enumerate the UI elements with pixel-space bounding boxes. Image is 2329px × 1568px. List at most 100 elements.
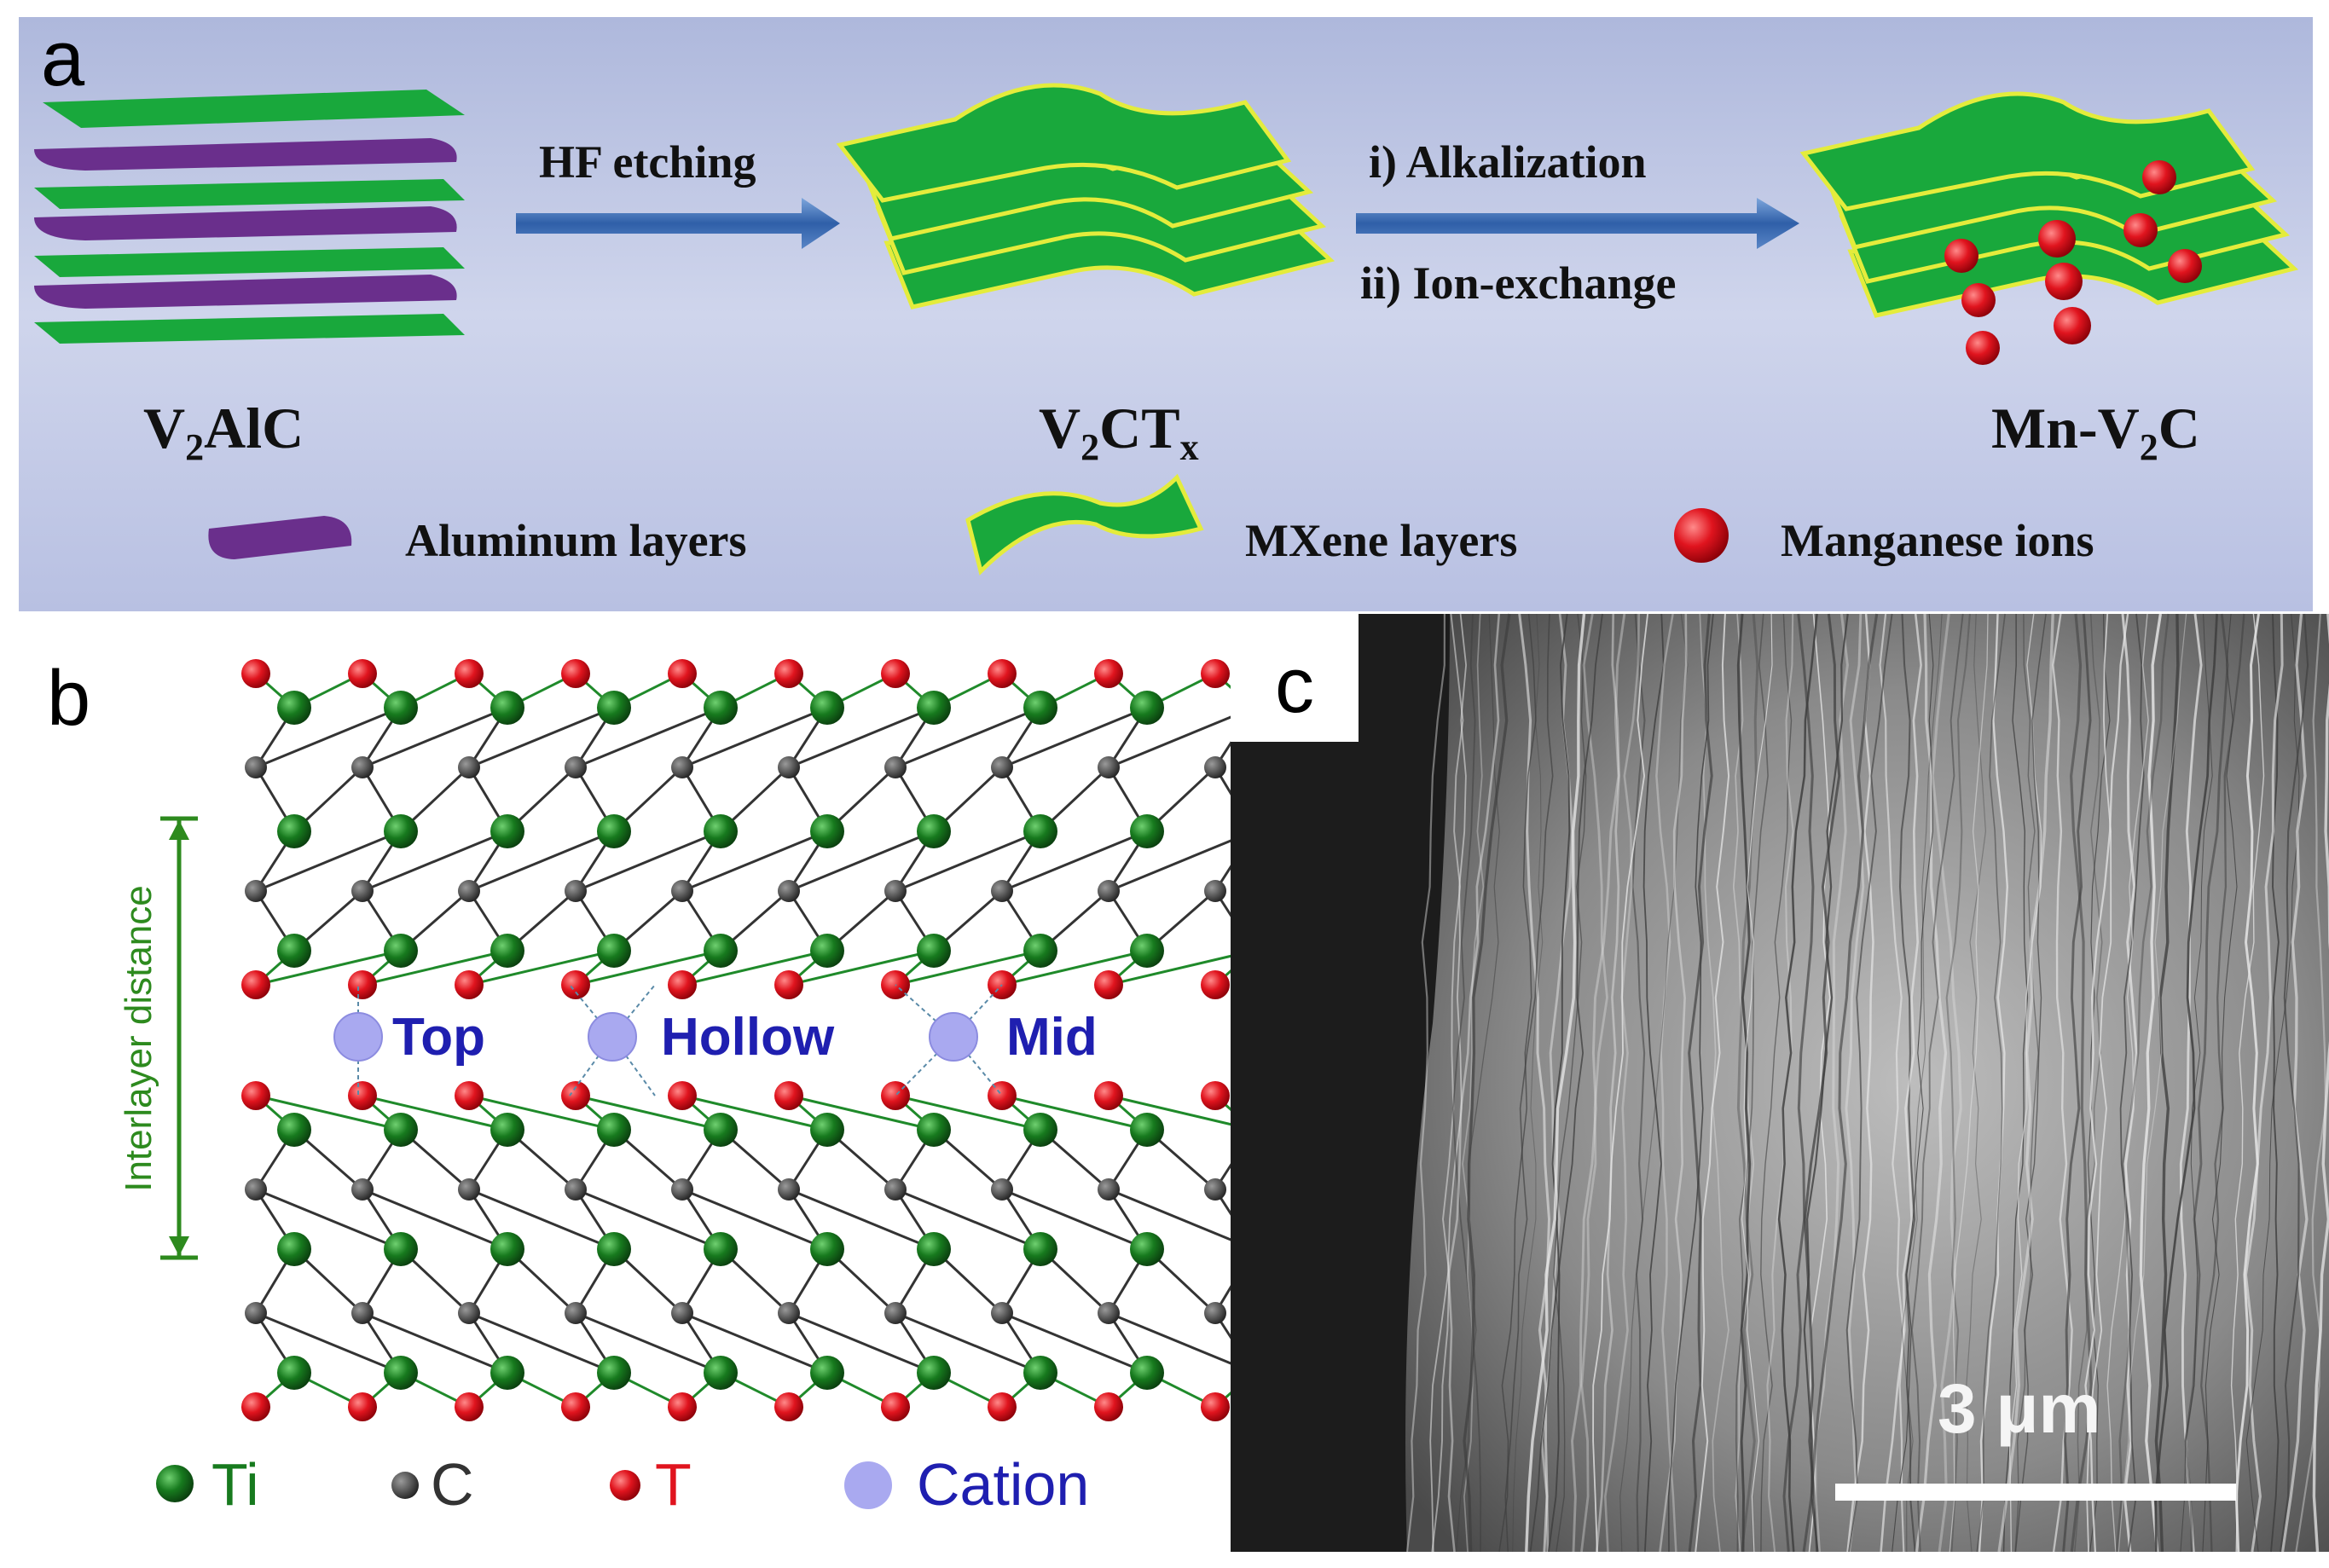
sem-layer-line	[1736, 613, 1752, 1553]
sem-layer-line	[1931, 613, 1962, 1553]
legend-ti: Ti	[211, 1451, 259, 1518]
panel-b-letter: b	[47, 655, 90, 742]
atom-ti	[1130, 814, 1164, 848]
atom-ti	[810, 1356, 844, 1390]
atom-ti	[810, 691, 844, 725]
atom-t	[668, 1392, 697, 1421]
atom-t	[241, 970, 270, 999]
atom-c	[671, 1302, 693, 1324]
sem-layer-line	[2014, 613, 2047, 1553]
sem-layer-line	[2295, 613, 2327, 1553]
atom-t	[455, 659, 484, 688]
legend-mxene: MXene layers	[1245, 515, 1517, 566]
label-v2alc-sub: 2	[185, 426, 204, 468]
step-hf-etching: HF etching	[539, 136, 756, 188]
sem-layer-line	[1976, 613, 2006, 1553]
atom-ti	[277, 691, 311, 725]
atom-t	[348, 659, 377, 688]
atom-c	[884, 1178, 907, 1201]
atom-c	[458, 756, 480, 778]
atom-c	[245, 880, 267, 902]
cation	[588, 1012, 637, 1062]
sem-layer-line	[1966, 613, 1987, 1553]
sem-layer-line	[1736, 613, 1759, 1553]
atom-ti	[384, 1356, 418, 1390]
t-swatch	[610, 1470, 640, 1501]
atom-ti	[384, 691, 418, 725]
sem-layer-line	[2280, 613, 2309, 1553]
sem-layer-line	[1451, 613, 1482, 1553]
atom-ti	[810, 1113, 844, 1147]
atom-c	[351, 1178, 374, 1201]
sem-layer-line	[1462, 613, 1485, 1553]
atom-ti	[917, 814, 951, 848]
atom-ti	[917, 1232, 951, 1266]
atom-ti	[810, 1232, 844, 1266]
atom-t	[561, 659, 590, 688]
atom-c	[565, 1302, 587, 1324]
atom-c	[245, 1178, 267, 1201]
sem-layer-line	[1619, 613, 1689, 1553]
sem-layer-line	[1845, 613, 1893, 1553]
interlayer-bracket	[160, 816, 198, 1260]
atom-ti	[277, 934, 311, 968]
sem-layer-line	[2154, 613, 2180, 1553]
atom-t	[881, 1392, 910, 1421]
sem-layer-line	[1915, 613, 1948, 1553]
atom-t	[241, 1392, 270, 1421]
mxene-swatch	[965, 473, 1204, 576]
sem-layer-line	[2234, 613, 2260, 1553]
atom-c	[778, 880, 800, 902]
v2ctx-stack	[836, 83, 1335, 310]
legend-t: T	[655, 1451, 692, 1518]
sem-layer-line	[2121, 613, 2138, 1553]
aluminum-swatch	[208, 516, 352, 559]
sem-layer-line	[2084, 613, 2129, 1553]
atom-t	[455, 1392, 484, 1421]
sem-layer-line	[1512, 613, 1544, 1553]
atom-c	[351, 756, 374, 778]
atom-c	[565, 880, 587, 902]
sem-layer-line	[1580, 613, 1608, 1553]
label-v2alc: V2AlC	[143, 396, 304, 468]
atom-t	[1201, 1392, 1230, 1421]
sem-layer-line	[2154, 613, 2218, 1553]
atom-ti	[1130, 1113, 1164, 1147]
c-swatch	[391, 1472, 419, 1499]
atom-c	[245, 1302, 267, 1324]
label-mn-v2c-main: Mn-V	[1991, 396, 2140, 460]
atom-ti	[384, 934, 418, 968]
sem-layer-line	[1892, 613, 1934, 1553]
site-mid-label: Mid	[1006, 1008, 1098, 1067]
atom-t	[348, 1392, 377, 1421]
atom-c	[1098, 1178, 1120, 1201]
atom-ti	[490, 1113, 524, 1147]
sem-layer-line	[1518, 613, 1551, 1553]
sem-layer-line	[1529, 613, 1603, 1553]
atom-ti	[1023, 814, 1057, 848]
scale-bar-label: 3 μm	[1938, 1370, 2100, 1448]
sem-layer-line	[1688, 613, 1713, 1553]
atom-ti	[384, 814, 418, 848]
label-v2ctx-tail: CT	[1099, 396, 1179, 460]
sem-layer-line	[1880, 613, 1922, 1553]
sem-layer-line	[1504, 613, 1554, 1553]
panel-a-letter: a	[41, 15, 85, 102]
sem-layer-line	[1525, 613, 1586, 1553]
panel-a: a HF etching i) Alkalization ii) Ion-exc…	[19, 15, 2313, 611]
sem-layer-line	[1760, 613, 1793, 1553]
atom-ti	[917, 1113, 951, 1147]
atom-c	[565, 1178, 587, 1201]
sem-layer-line	[1699, 613, 1729, 1553]
atom-c	[1204, 756, 1226, 778]
atom-ti	[917, 934, 951, 968]
ti-swatch	[156, 1465, 194, 1502]
sem-layer-line	[2118, 613, 2187, 1553]
atom-ti	[277, 1113, 311, 1147]
sem-layer-line	[1603, 613, 1640, 1553]
atom-t	[561, 1392, 590, 1421]
sem-layer-line	[2062, 613, 2092, 1553]
sem-layer-lines	[1405, 613, 2329, 1553]
atom-t	[988, 659, 1017, 688]
sem-layer-line	[2106, 613, 2149, 1553]
